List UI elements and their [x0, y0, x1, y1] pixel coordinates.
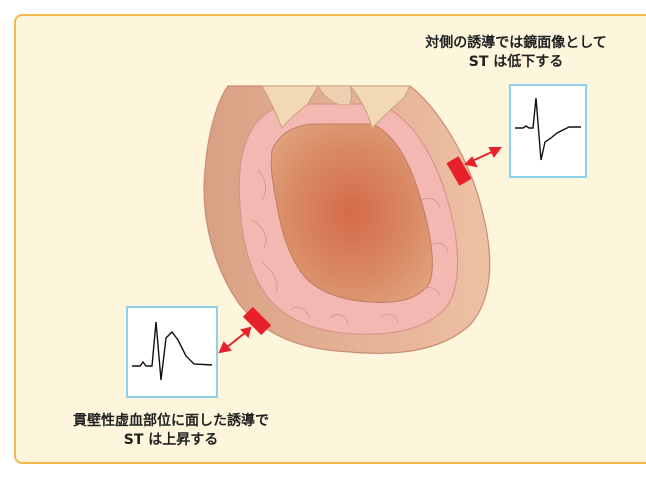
- ecg-st-elevation: [126, 306, 218, 398]
- double-arrow-icon: [466, 148, 500, 166]
- facing-caption-line2: ST は上昇する: [40, 431, 302, 450]
- double-arrow-icon: [220, 328, 250, 352]
- ecg-trace-icon: [511, 86, 585, 176]
- ecg-st-depression: [509, 84, 587, 178]
- opposite-lead-caption: 対側の誘導では鏡面像として ST は低下する: [386, 34, 646, 72]
- facing-lead-caption: 貫壁性虚血部位に面した誘導で ST は上昇する: [40, 412, 302, 450]
- opposite-caption-line1: 対側の誘導では鏡面像として: [386, 34, 646, 53]
- opposite-caption-line2: ST は低下する: [386, 53, 646, 72]
- ecg-trace-icon: [128, 308, 216, 396]
- facing-caption-line1: 貫壁性虚血部位に面した誘導で: [40, 412, 302, 431]
